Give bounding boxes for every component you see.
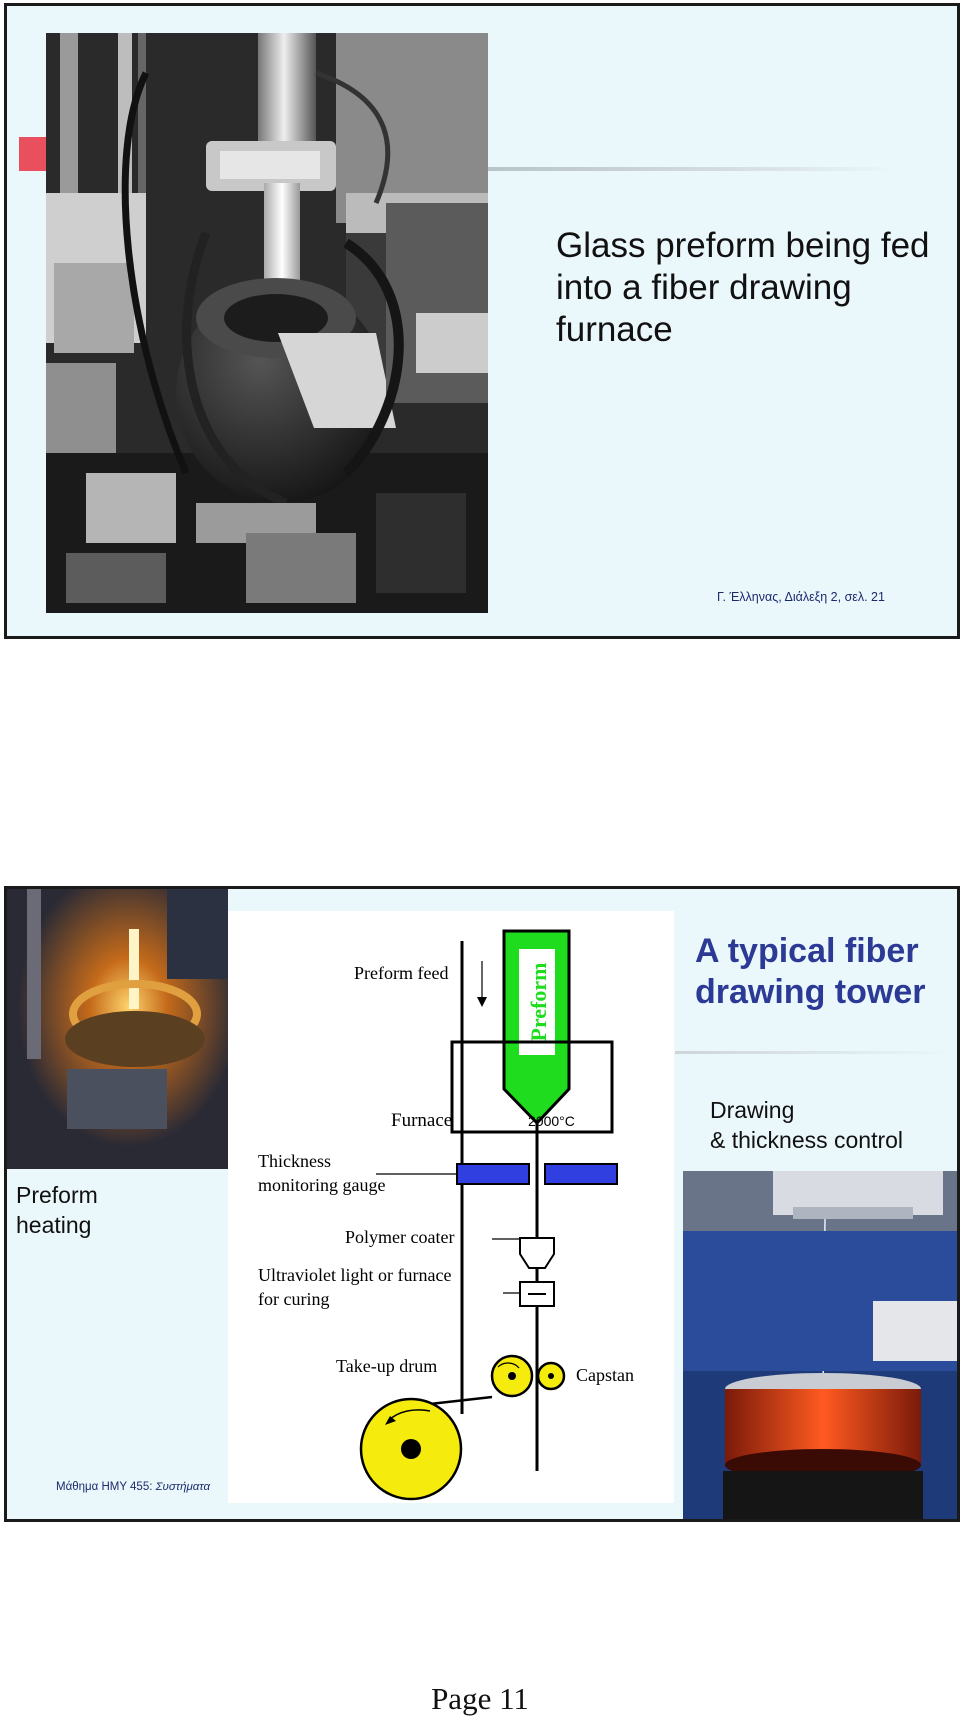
fiber-drawing-tower-diagram: Preform 2000°C Furnace Preform feed Thic… (228, 911, 674, 1503)
divider-rule (675, 1051, 957, 1054)
preform-heating-photo (7, 889, 228, 1169)
drawing-caption-line2: & thickness control (710, 1127, 904, 1153)
thickness-gauge-right (544, 1163, 618, 1185)
slide-footer: Γ. Έλληνας, Διάλεξη 2, σελ. 21 (717, 590, 885, 604)
polymer-coater (519, 1237, 555, 1269)
preform-heating-caption: Preform heating (16, 1180, 98, 1240)
preform-text: Preform (526, 963, 551, 1042)
slide-footer: Μάθημα ΗΜΥ 455: Συστήματα (56, 1481, 210, 1493)
preform-label-box (519, 949, 555, 1055)
footer-text-italic: Συστήματα (155, 1481, 211, 1493)
slide-fiber-drawing-tower: A typical fiber drawing tower Drawing & … (4, 886, 960, 1522)
uv-label-2: for curing (258, 1289, 329, 1309)
thickness-gauge-left (456, 1163, 530, 1185)
furnace-box (450, 1040, 614, 1134)
slide-title: Glass preform being fed into a fiber dra… (556, 226, 930, 349)
thickness-label-1: Thickness (258, 1151, 331, 1171)
drawing-control-caption: Drawing & thickness control (710, 1095, 903, 1155)
preform-caption-line1: Preform (16, 1182, 98, 1208)
preform-feed-label: Preform feed (354, 963, 448, 983)
divider-rule (485, 167, 895, 171)
polymer-coater-label: Polymer coater (345, 1227, 454, 1247)
furnace-temperature: 2000°C (528, 1113, 575, 1129)
drawing-control-photo (683, 1171, 957, 1519)
fiber-drawing-furnace-photo (46, 33, 488, 613)
slide-title: A typical fiber drawing tower (695, 932, 926, 1011)
footer-text: Μάθημα ΗΜΥ 455: (56, 1481, 156, 1493)
slide-fiber-furnace: Glass preform being fed into a fiber dra… (4, 3, 960, 639)
drawing-caption-line1: Drawing (710, 1097, 795, 1123)
thickness-label-2: monitoring gauge (258, 1175, 385, 1195)
page-number: Page 11 (431, 1681, 529, 1716)
take-up-drum-label: Take-up drum (336, 1356, 437, 1376)
preform-caption-line2: heating (16, 1212, 92, 1238)
furnace-label: Furnace (391, 1110, 452, 1131)
uv-label-1: Ultraviolet light or furnace (258, 1265, 451, 1285)
capstan-label: Capstan (576, 1365, 634, 1385)
